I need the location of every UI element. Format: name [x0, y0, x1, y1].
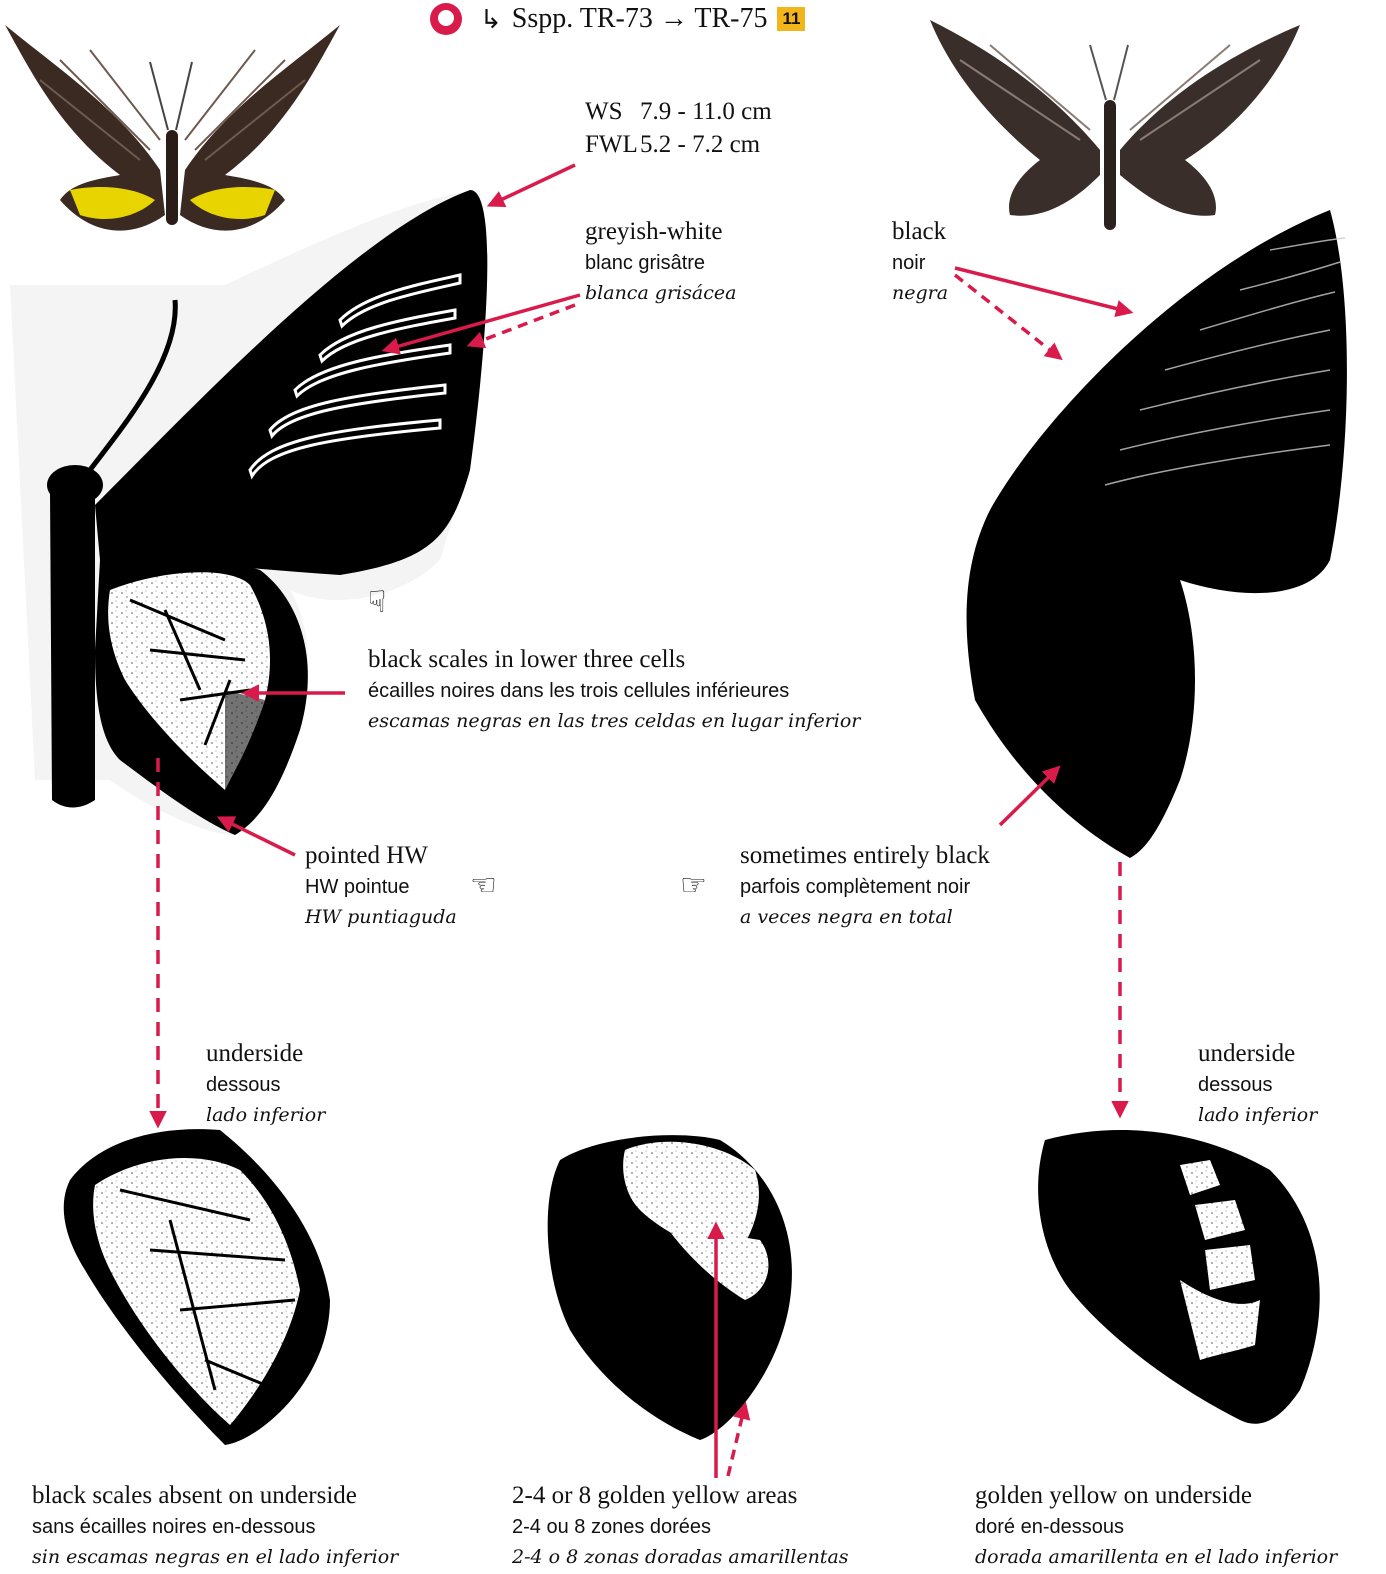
label-fr: parfois complètement noir [740, 872, 990, 902]
hand-lens-icon [430, 3, 462, 35]
label-en: black scales in lower three cells [368, 644, 860, 676]
label-es: sin escamas negras en el lado inferior [32, 1542, 398, 1572]
label-es: a veces negra en total [740, 902, 990, 932]
pointing-down-hand-icon: ☟ [368, 585, 386, 620]
fwl-value: 5.2 - 7.2 cm [640, 131, 760, 158]
label-es: HW puntiaguda [305, 902, 457, 932]
label-fr: noir [892, 248, 948, 278]
arrow-black-dashed [955, 275, 1060, 358]
pointing-left-hand-icon: ☜ [470, 868, 497, 903]
label-es: lado inferior [206, 1100, 325, 1130]
label-black-scales: black scales in lower three cells écaill… [368, 644, 860, 736]
label-sometimes-black: sometimes entirely black parfois complèt… [740, 840, 990, 932]
arrow-pointed [220, 818, 295, 855]
label-en: black scales absent on underside [32, 1480, 398, 1512]
female-wing-drawing [967, 210, 1347, 858]
label-en: pointed HW [305, 840, 457, 872]
return-arrow-icon: ↳ [480, 4, 502, 35]
male-wing-drawing [10, 190, 487, 835]
label-underside-right: underside dessous lado inferior [1198, 1038, 1317, 1130]
reference-text: Sspp. TR-73 → TR-75 [512, 3, 768, 35]
label-es: 2-4 o 8 zonas doradas amarillentas [512, 1542, 849, 1572]
arrow-black-solid [955, 268, 1130, 312]
label-fr: dessous [206, 1070, 325, 1100]
label-en: sometimes entirely black [740, 840, 990, 872]
header-reference: ↳ Sspp. TR-73 → TR-75 11 [430, 0, 805, 38]
label-fr: doré en-dessous [975, 1512, 1337, 1542]
label-en: 2-4 or 8 golden yellow areas [512, 1480, 849, 1512]
ws-label: WS [585, 95, 640, 128]
label-golden-areas: 2-4 or 8 golden yellow areas 2-4 ou 8 zo… [512, 1480, 849, 1572]
label-en: greyish-white [585, 216, 736, 248]
female-specimen-photo [930, 20, 1300, 230]
label-fr: dessous [1198, 1070, 1317, 1100]
label-es: lado inferior [1198, 1100, 1317, 1130]
label-es: negra [892, 278, 948, 308]
label-en: underside [1198, 1038, 1317, 1070]
label-fr: sans écailles noires en-dessous [32, 1512, 398, 1542]
underside-wing-middle [548, 1135, 792, 1440]
label-es: dorada amarillenta en el lado inferior [975, 1542, 1337, 1572]
label-fr: 2-4 ou 8 zones dorées [512, 1512, 849, 1542]
label-es: blanca grisácea [585, 278, 736, 308]
label-fr: HW pointue [305, 872, 457, 902]
label-fr: écailles noires dans les trois cellules … [368, 676, 860, 706]
underside-wing-right [1038, 1130, 1320, 1424]
pointing-right-hand-icon: ☞ [680, 868, 707, 903]
page-badge: 11 [777, 7, 805, 31]
fwl-label: FWL [585, 128, 640, 161]
label-fr: blanc grisâtre [585, 248, 736, 278]
ws-value: 7.9 - 11.0 cm [640, 98, 772, 125]
label-en: golden yellow on underside [975, 1480, 1337, 1512]
label-underside-left: underside dessous lado inferior [206, 1038, 325, 1130]
label-en: underside [206, 1038, 325, 1070]
label-black: black noir negra [892, 216, 948, 308]
underside-wing-left [64, 1129, 330, 1445]
label-greyish-white: greyish-white blanc grisâtre blanca gris… [585, 216, 736, 308]
label-en: black [892, 216, 948, 248]
arrow-ws [490, 165, 575, 205]
male-specimen-photo [5, 25, 340, 231]
label-golden-underside: golden yellow on underside doré en-desso… [975, 1480, 1337, 1572]
label-absent-underside: black scales absent on underside sans éc… [32, 1480, 398, 1572]
label-pointed-hw: pointed HW HW pointue HW puntiaguda [305, 840, 457, 932]
label-es: escamas negras en las tres celdas en lug… [368, 706, 860, 736]
